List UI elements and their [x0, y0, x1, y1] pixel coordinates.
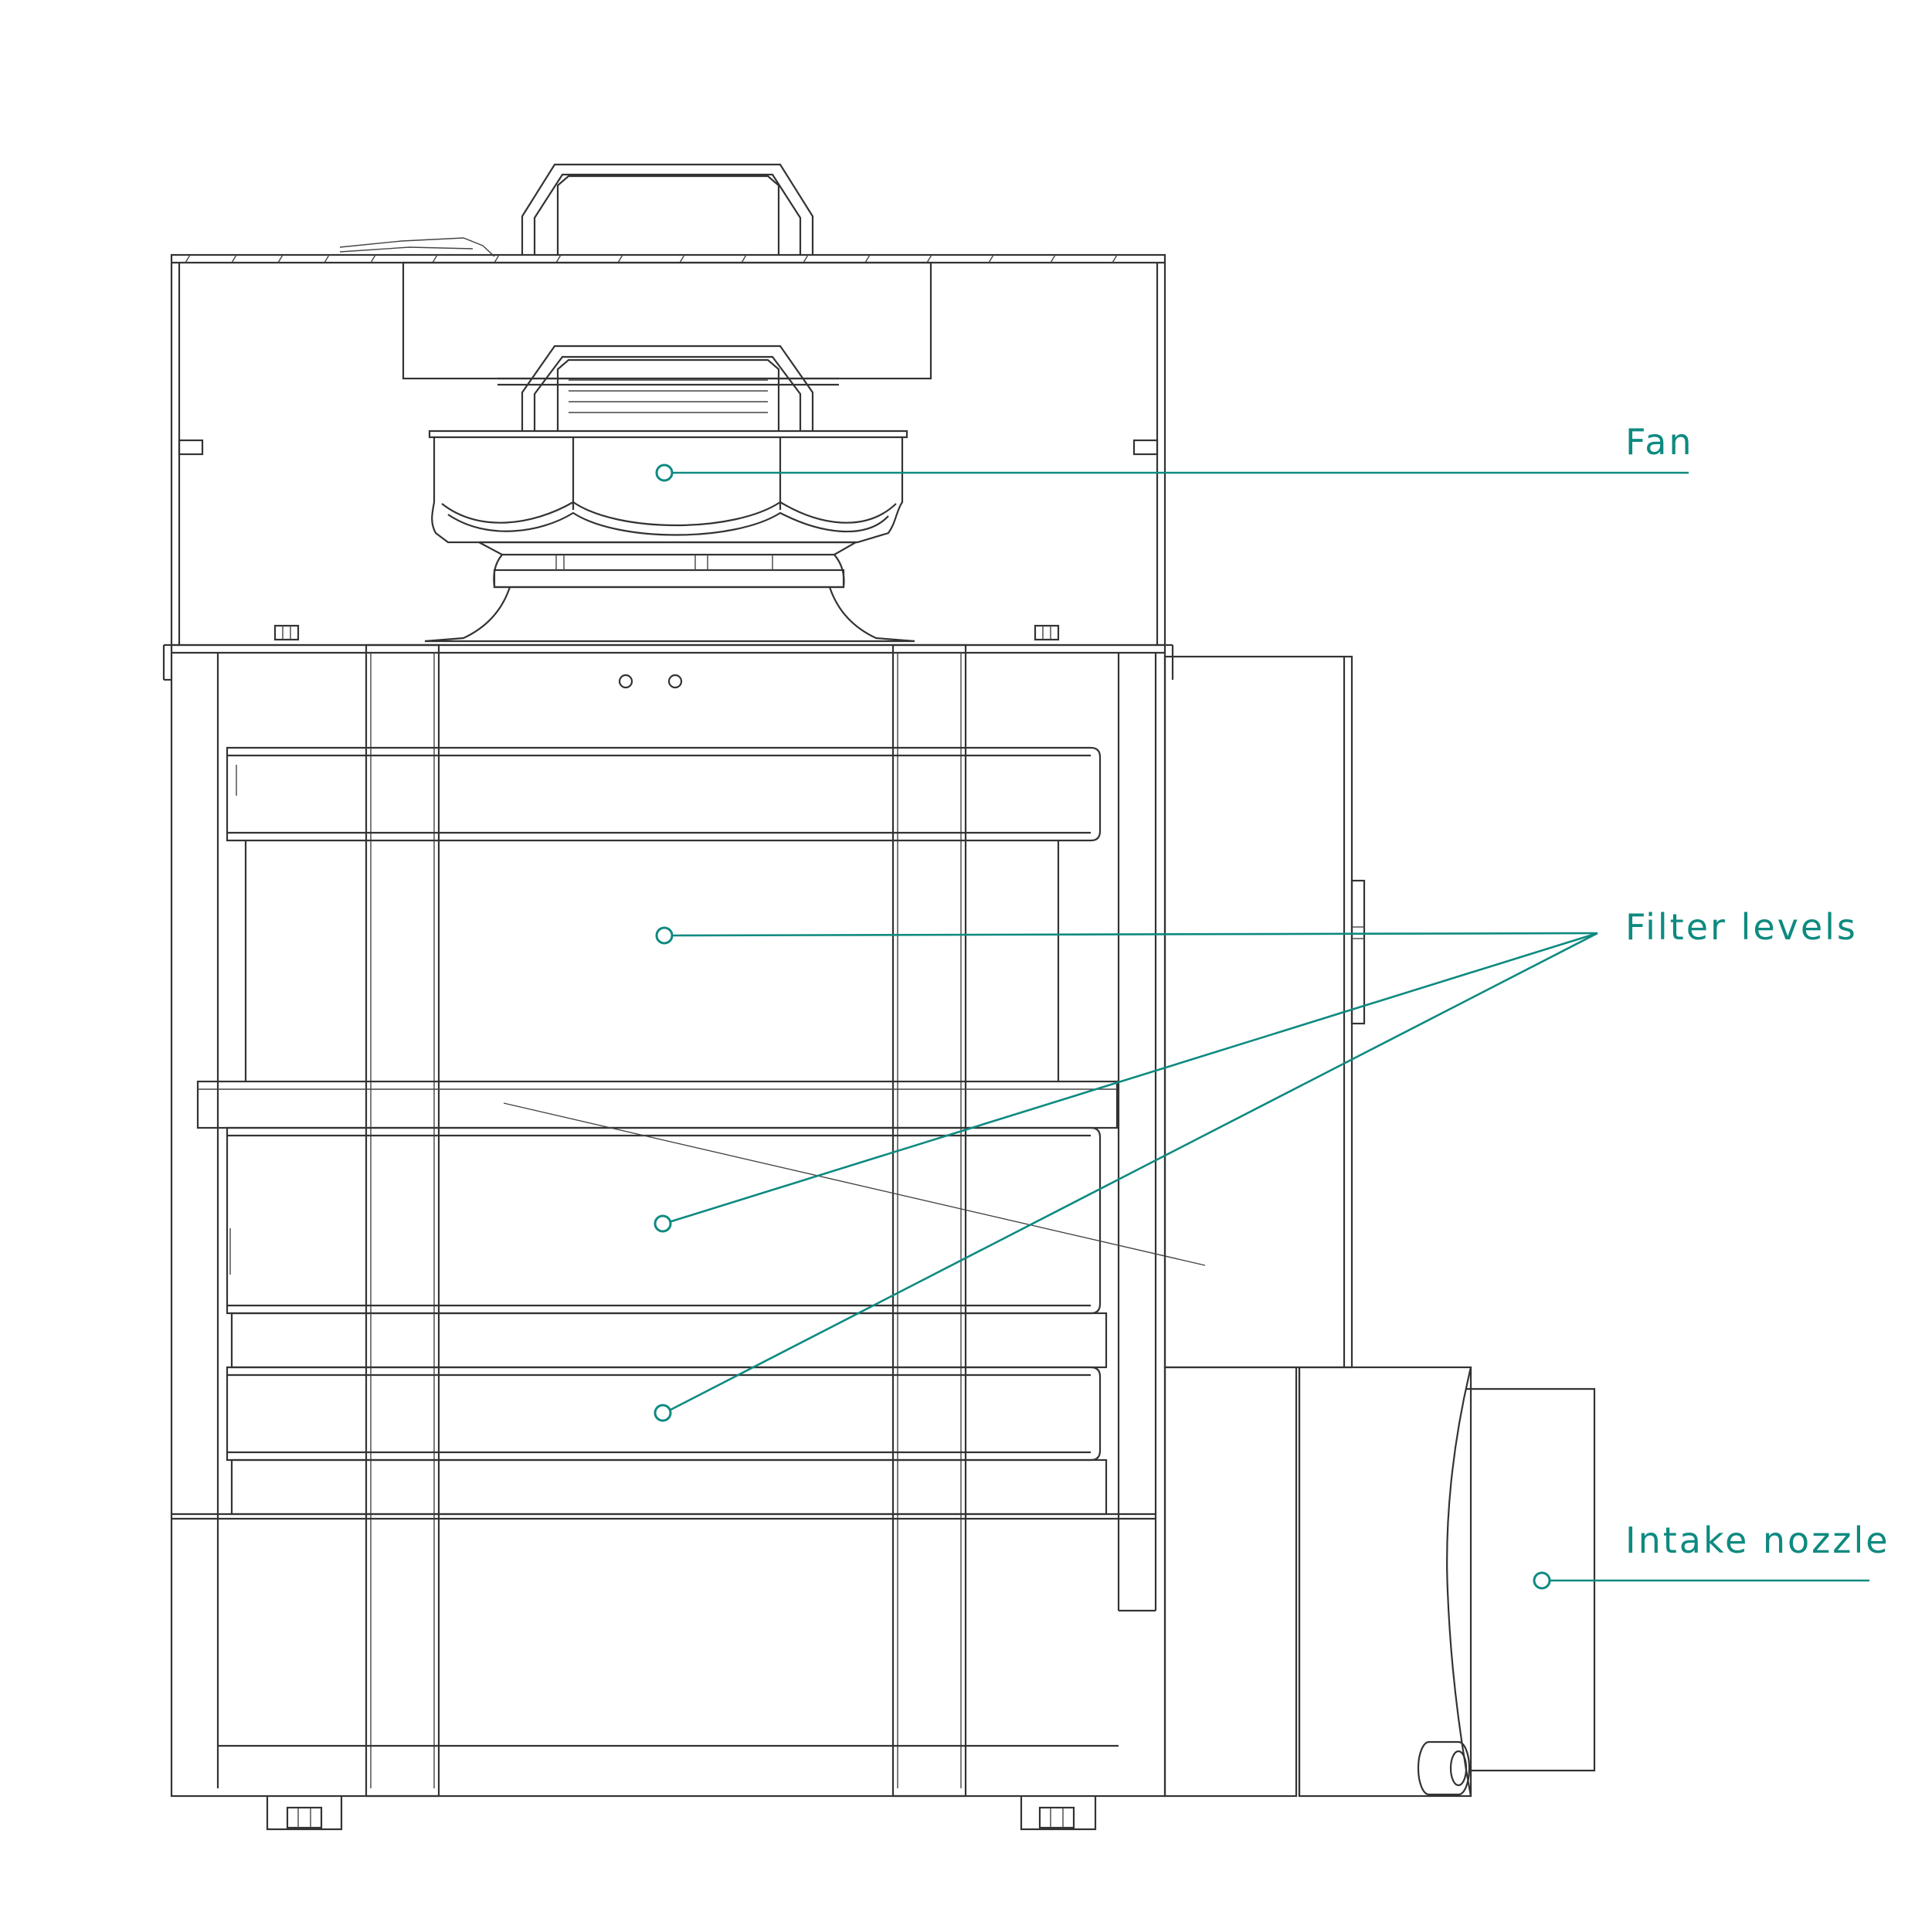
filter-leader-line-2	[668, 932, 1598, 1224]
top-housing	[170, 163, 1166, 647]
middle-band	[196, 1080, 1119, 1129]
filter-leader-line-1	[670, 932, 1598, 937]
filter-level-2	[226, 1126, 1108, 1369]
filter-leader-dot-3	[654, 1404, 672, 1422]
feet	[266, 1796, 1097, 1831]
top-cable	[339, 237, 495, 257]
side-duct	[1163, 655, 1366, 1798]
uprights	[365, 643, 967, 1798]
side-latch	[1350, 879, 1366, 1025]
right-tab	[1132, 439, 1159, 456]
intake-leader-dot	[1533, 1571, 1551, 1590]
fan-assembly	[424, 345, 915, 643]
bolts-top	[273, 624, 1060, 641]
lid-block	[402, 261, 932, 380]
filter-level-3	[226, 1366, 1108, 1516]
left-tab	[178, 439, 204, 456]
filter-leader-dot-2	[654, 1214, 672, 1233]
top-handle	[521, 163, 814, 255]
top-plate-hatch	[185, 254, 1118, 263]
diagonal-seam	[503, 1102, 1206, 1266]
main-body	[162, 643, 1206, 1831]
filter-leader-line-3	[668, 932, 1598, 1412]
filter-leader-dot-1	[655, 926, 674, 945]
fan-leader-dot	[655, 463, 674, 482]
filter-level-1	[226, 746, 1102, 1081]
callouts	[654, 463, 1869, 1590]
